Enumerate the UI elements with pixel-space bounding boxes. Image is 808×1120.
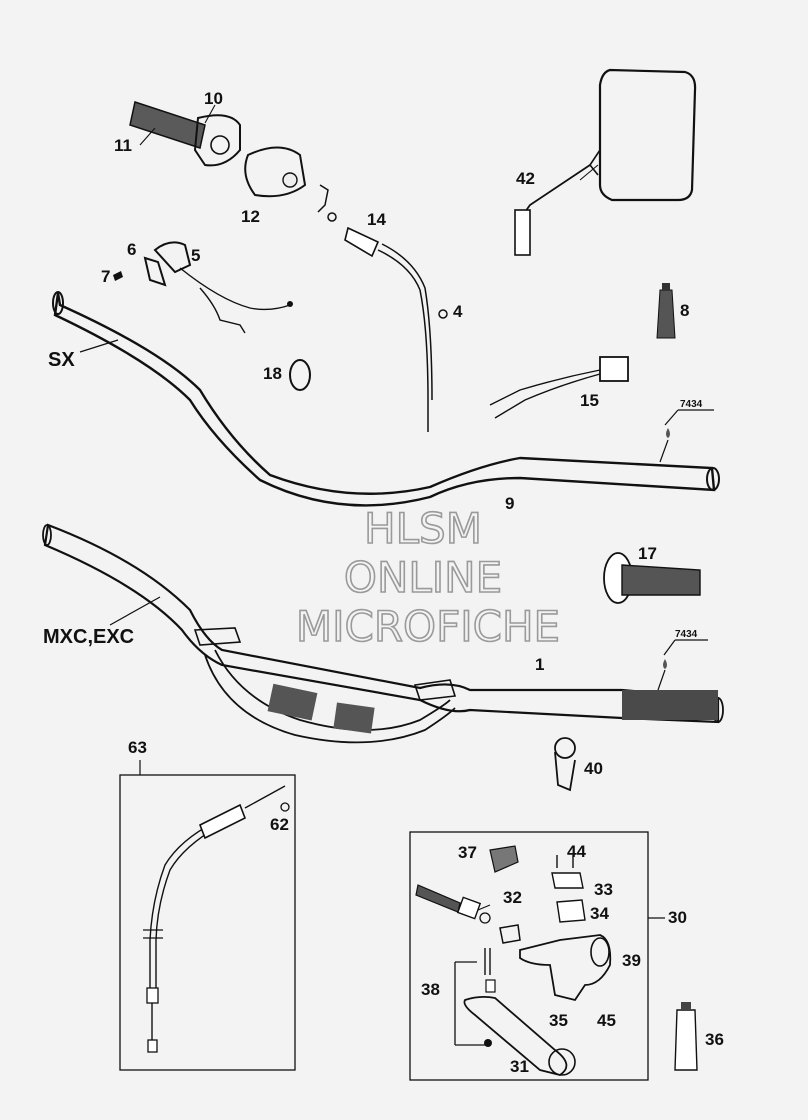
- clamp: [554, 737, 576, 792]
- label-14: 14: [367, 210, 386, 229]
- watermark-line3: MICROFICHE: [296, 602, 560, 651]
- label-35: 35: [549, 1011, 568, 1030]
- throttle-cable: [317, 184, 448, 432]
- switch-wiring: [489, 356, 629, 419]
- label-39: 39: [622, 951, 641, 970]
- grease-tube: [656, 283, 676, 339]
- label-44: 44: [567, 842, 586, 861]
- label-6: 6: [127, 240, 136, 259]
- label-45: 45: [597, 1011, 616, 1030]
- label-30: 30: [668, 908, 687, 927]
- label-34: 34: [590, 904, 609, 923]
- label-62: 62: [270, 815, 289, 834]
- label-9: 9: [505, 494, 514, 513]
- label-4: 4: [453, 302, 463, 321]
- label-31: 31: [510, 1057, 529, 1076]
- mirror: [514, 68, 697, 256]
- sx-handlebar: [52, 291, 720, 507]
- label-8: 8: [680, 301, 689, 320]
- label-ref-7434-top: 7434: [680, 399, 703, 410]
- label-ref-7434-bottom: 7434: [675, 629, 698, 640]
- label-11: 11: [114, 136, 132, 155]
- clutch-cable-box: [119, 760, 296, 1071]
- label-7: 7: [101, 267, 110, 286]
- watermark-line2: ONLINE: [344, 553, 502, 602]
- label-63: 63: [128, 738, 147, 757]
- label-5: 5: [191, 246, 200, 265]
- master-cylinder-box: [409, 831, 698, 1081]
- ref-7434-top: [659, 409, 714, 463]
- label-37: 37: [458, 843, 477, 862]
- throttle-grip: [129, 101, 241, 167]
- mxc-exc-handlebar: [42, 523, 724, 744]
- label-1: 1: [535, 655, 544, 674]
- label-mxc-exc: MXC,EXC: [43, 626, 134, 648]
- label-18: 18: [263, 364, 282, 383]
- label-12: 12: [241, 207, 260, 226]
- label-33: 33: [594, 880, 613, 899]
- kill-switch: [113, 241, 293, 334]
- grip: [603, 552, 701, 604]
- label-40: 40: [584, 759, 603, 778]
- label-17: 17: [638, 544, 657, 563]
- ref-7434-bottom: [657, 639, 708, 691]
- label-38: 38: [421, 980, 440, 999]
- label-36: 36: [705, 1030, 724, 1049]
- throttle-cover: [244, 146, 307, 198]
- label-sx: SX: [48, 349, 75, 371]
- label-10: 10: [204, 89, 223, 108]
- label-42: 42: [516, 169, 535, 188]
- cable-tie: [289, 359, 311, 391]
- label-32: 32: [503, 888, 522, 907]
- watermark-line1: HLSM: [364, 504, 482, 553]
- label-15: 15: [580, 391, 599, 410]
